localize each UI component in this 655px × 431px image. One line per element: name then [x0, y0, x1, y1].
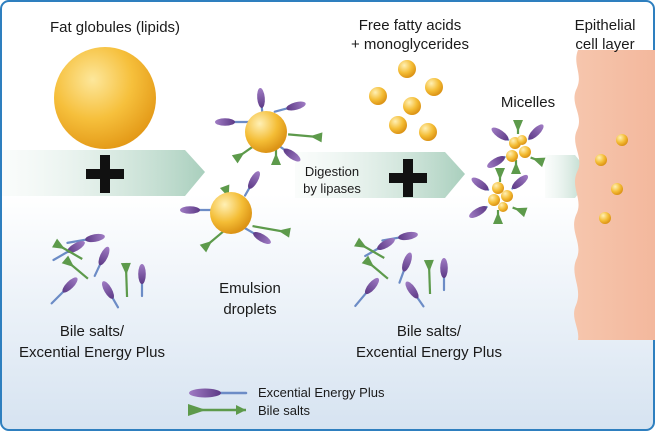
bile-salts-left-label: Bile salts/ [60, 323, 125, 340]
free-fatty-acids [369, 60, 443, 141]
bile-salt-molecule [513, 120, 523, 134]
excential-molecule [405, 281, 425, 308]
droplets-label: droplets [223, 301, 276, 318]
excential-molecule [471, 177, 490, 191]
bile-salt-molecule [199, 229, 226, 253]
epithelial-cell-layer [574, 50, 655, 340]
micelles-label: Micelles [501, 94, 555, 111]
legend: Excential Energy Plus Bile salts [188, 385, 385, 418]
plus-icon-1 [86, 155, 124, 193]
bile-salt-molecule [530, 156, 546, 168]
excential-mid-label: Excential Energy Plus [356, 344, 502, 361]
absorbed-fatty-acids [595, 134, 628, 224]
process-arrow-2 [295, 152, 465, 198]
fat-globules-label: Fat globules (lipids) [50, 19, 180, 36]
bile-salts-mid-label: Bile salts/ [397, 323, 462, 340]
bile-salt-molecule [493, 210, 503, 224]
lipases-label: by lipases [303, 181, 361, 196]
excential-molecule [469, 205, 488, 218]
fat-globule [54, 47, 156, 149]
bile-salt-molecule [52, 238, 83, 260]
excential-molecule [66, 233, 105, 244]
micelle-1 [506, 135, 531, 162]
excential-molecule [487, 155, 506, 168]
excential-molecule [102, 281, 120, 309]
excential-molecule [273, 101, 306, 113]
monoglycerides-label: + monoglycerides [351, 36, 469, 53]
legend-bile-salt-icon [188, 404, 246, 416]
micelle-2 [488, 182, 513, 212]
excential-molecule [511, 174, 529, 190]
bile-salt-molecule [354, 237, 385, 259]
bile-salt-molecule [252, 225, 291, 238]
bile-salt-molecule [512, 206, 528, 218]
bile-salt-molecule [423, 259, 434, 295]
epithelial-label: Epithelial [575, 17, 636, 34]
legend-bile-salts-label: Bile salts [258, 403, 311, 418]
excential-left-label: Excential Energy Plus [19, 344, 165, 361]
digestion-label: Digestion [305, 164, 359, 179]
bile-salt-molecule [61, 255, 89, 280]
plus-icon-2 [389, 159, 427, 197]
excential-molecule [398, 252, 412, 284]
emulsion-label: Emulsion [219, 280, 281, 297]
free-fatty-acids-label: Free fatty acids [359, 17, 462, 34]
bile-salt-molecule [495, 168, 505, 182]
bile-salt-molecule [511, 160, 521, 174]
cell-layer-label: cell layer [575, 36, 634, 53]
excential-molecule [440, 258, 448, 292]
bile-salt-molecule [288, 132, 323, 143]
excential-molecule [243, 226, 271, 244]
bile-salt-molecule [120, 262, 131, 298]
excential-molecule [50, 277, 78, 305]
excential-molecule [491, 127, 510, 141]
legend-excential-icon [189, 388, 248, 398]
emulsion-droplet-1 [245, 111, 287, 153]
emulsion-droplet-2 [210, 192, 252, 234]
bile-salt-molecule [361, 255, 389, 280]
excential-molecule [527, 124, 544, 141]
legend-excential-label: Excential Energy Plus [258, 385, 385, 400]
excential-molecule [243, 171, 260, 197]
excential-molecule [93, 246, 110, 278]
excential-molecule [138, 264, 146, 298]
excential-molecule [354, 277, 380, 308]
